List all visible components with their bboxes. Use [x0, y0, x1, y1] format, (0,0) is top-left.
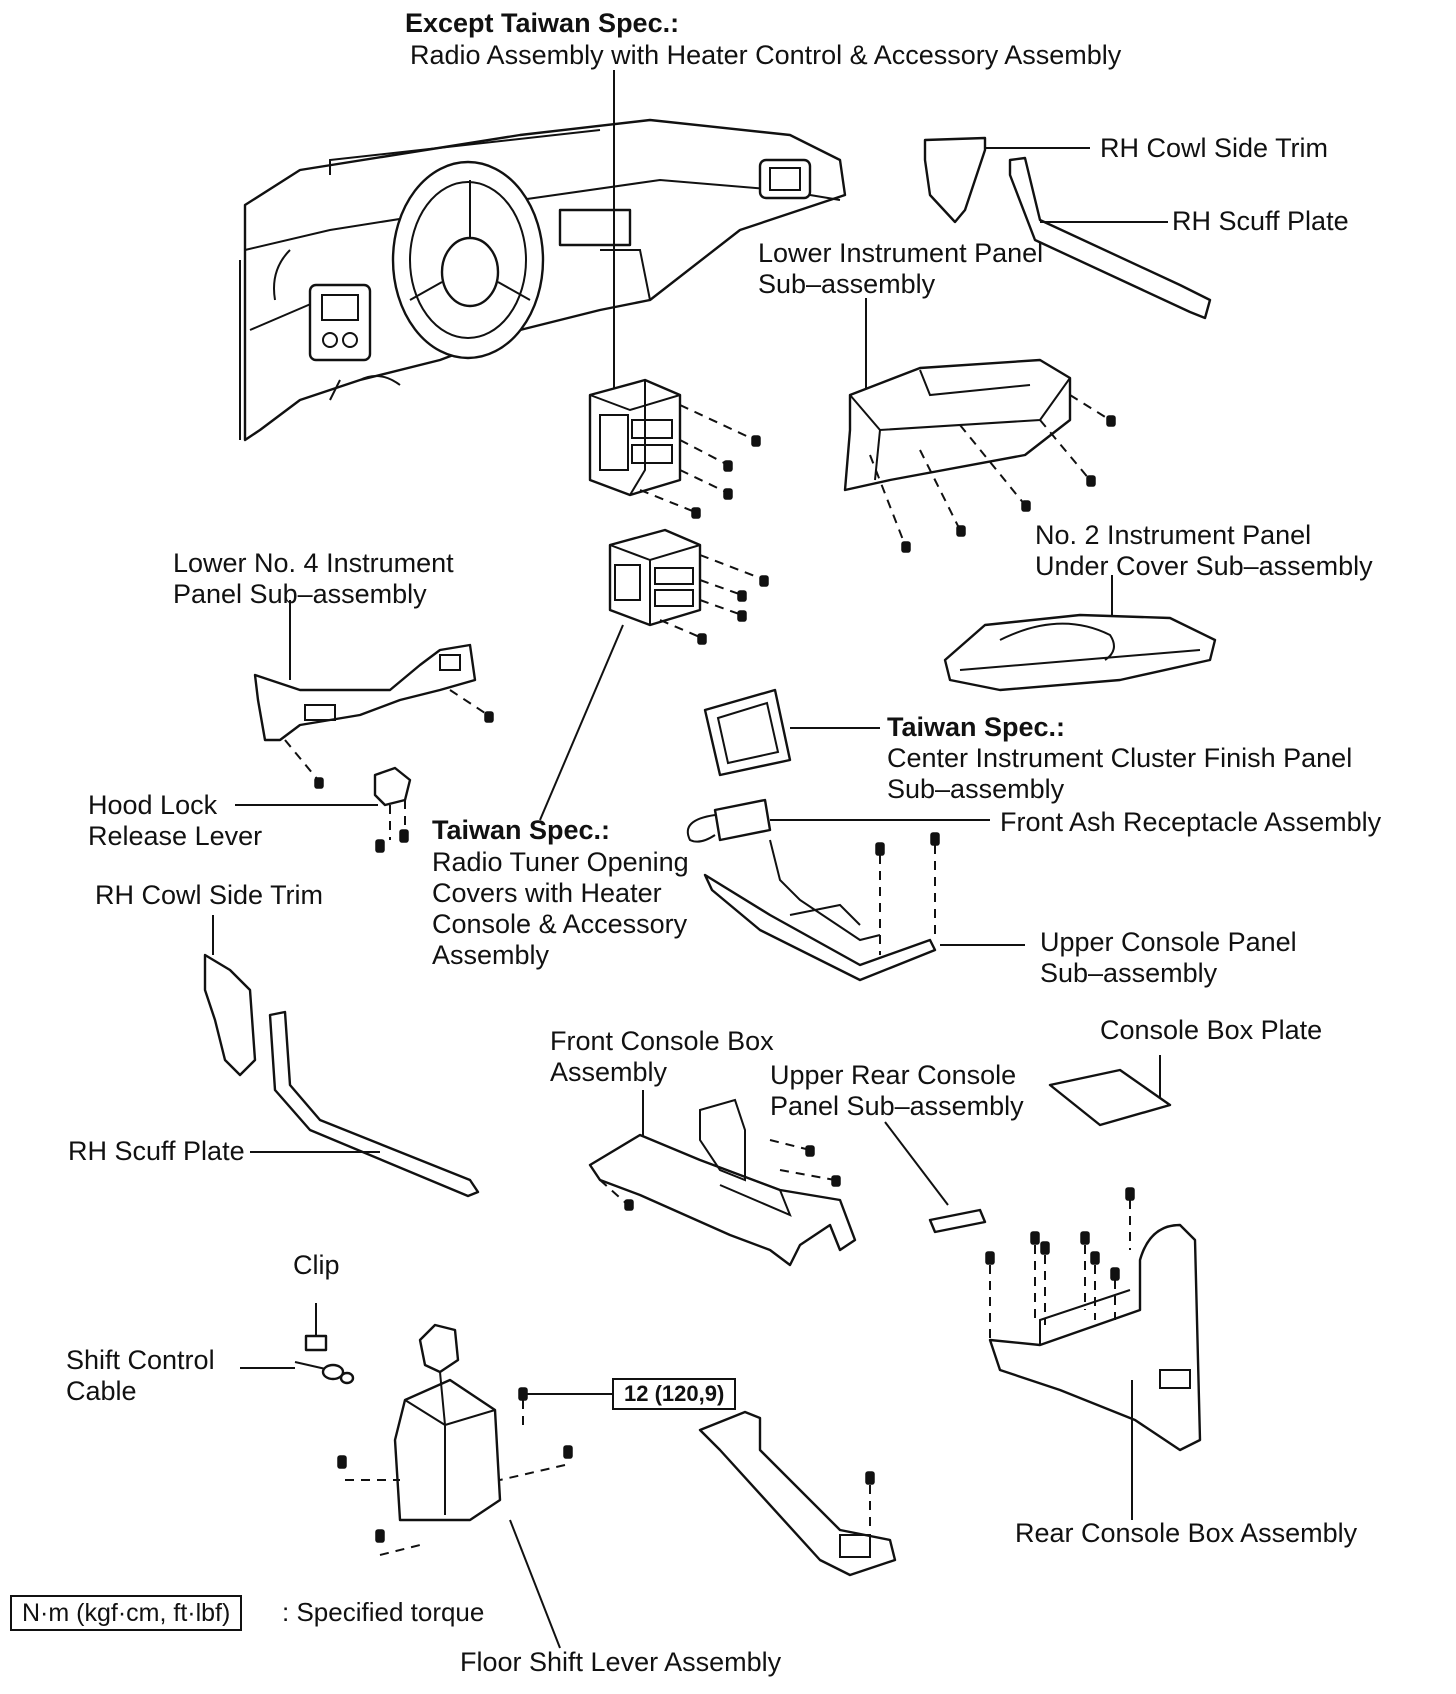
- lower-instrument-panel-label-2: Sub–assembly: [758, 269, 936, 299]
- radio-tuner-taiwan-illustration: [539, 528, 769, 821]
- lower-no4-panel-illustration: [253, 600, 494, 789]
- clip-label: Clip: [293, 1250, 340, 1280]
- radio-assembly-illustration: [588, 378, 761, 519]
- taiwan-radio-label-1: Radio Tuner Opening: [432, 847, 689, 877]
- floor-shift-lever-label: Floor Shift Lever Assembly: [460, 1647, 782, 1677]
- taiwan-radio-label-4: Assembly: [432, 940, 550, 970]
- except-taiwan-heading: Except Taiwan Spec.:: [405, 8, 680, 38]
- lower-instrument-panel-label: Lower Instrument Panel: [758, 238, 1044, 268]
- torque-value-box: 12 (120,9): [612, 1378, 737, 1410]
- console-box-plate-illustration: [1048, 1055, 1172, 1127]
- torque-legend-box: N·m (kgf·cm, ft·lbf): [10, 1595, 243, 1631]
- upper-rear-console-label-2: Panel Sub–assembly: [770, 1091, 1024, 1121]
- rear-duct-illustration: [698, 1410, 897, 1577]
- upper-console-panel-label: Upper Console Panel: [1040, 927, 1297, 957]
- lower-no4-panel-label: Lower No. 4 Instrument: [173, 548, 454, 578]
- upper-console-panel-label-2: Sub–assembly: [1040, 958, 1218, 988]
- hood-lock-label-2: Release Lever: [88, 821, 263, 851]
- rh-scuff-plate-label-left: RH Scuff Plate: [68, 1136, 245, 1166]
- except-taiwan-description: Radio Assembly with Heater Control & Acc…: [410, 40, 1122, 70]
- shift-cable-clip-illustration: [240, 1303, 355, 1385]
- taiwan-radio-label-3: Console & Accessory: [432, 909, 688, 939]
- rear-console-box-label: Rear Console Box Assembly: [1015, 1518, 1358, 1548]
- front-console-box-label-2: Assembly: [550, 1057, 668, 1087]
- rh-scuff-plate-label-top: RH Scuff Plate: [1172, 206, 1349, 236]
- taiwan-finish-heading: Taiwan Spec.:: [887, 712, 1066, 742]
- hood-lock-lever-illustration: [235, 766, 412, 853]
- no2-under-cover-label: No. 2 Instrument Panel: [1035, 520, 1312, 550]
- front-console-box-illustration: [588, 1090, 857, 1267]
- center-finish-panel-illustration: [703, 688, 880, 777]
- instrument-panel-illustration: [239, 118, 847, 442]
- torque-legend-text: : Specified torque: [282, 1597, 485, 1627]
- upper-rear-console-panel-illustration: [884, 1121, 987, 1234]
- hood-lock-label: Hood Lock: [88, 790, 218, 820]
- upper-console-panel-illustration: [703, 832, 1025, 982]
- taiwan-radio-heading: Taiwan Spec.:: [432, 815, 611, 845]
- rear-console-box-illustration: [985, 1187, 1202, 1520]
- console-box-plate-label: Console Box Plate: [1100, 1015, 1323, 1045]
- rh-cowl-scuff-top-illustration: [923, 136, 1212, 320]
- front-console-box-label: Front Console Box: [550, 1026, 774, 1056]
- floor-shift-lever-illustration: [337, 1323, 612, 1649]
- lower-no4-panel-label-2: Panel Sub–assembly: [173, 579, 427, 609]
- rh-cowl-scuff-left-illustration: [203, 915, 480, 1198]
- rh-cowl-side-trim-label-top: RH Cowl Side Trim: [1100, 133, 1329, 163]
- front-ash-receptacle-label: Front Ash Receptacle Assembly: [1000, 807, 1382, 837]
- no2-under-cover-label-2: Under Cover Sub–assembly: [1035, 551, 1373, 581]
- rh-cowl-side-trim-label-left: RH Cowl Side Trim: [95, 880, 324, 910]
- shift-control-cable-label: Shift Control: [66, 1345, 215, 1375]
- taiwan-finish-label-2: Sub–assembly: [887, 774, 1065, 804]
- shift-control-cable-label-2: Cable: [66, 1376, 137, 1406]
- taiwan-finish-label: Center Instrument Cluster Finish Panel: [887, 743, 1353, 773]
- upper-rear-console-label: Upper Rear Console: [770, 1060, 1017, 1090]
- taiwan-radio-label-2: Covers with Heater: [432, 878, 662, 908]
- lower-instrument-panel-illustration: [843, 298, 1116, 553]
- no2-under-cover-illustration: [943, 575, 1217, 692]
- front-ash-receptacle-illustration: [686, 798, 990, 843]
